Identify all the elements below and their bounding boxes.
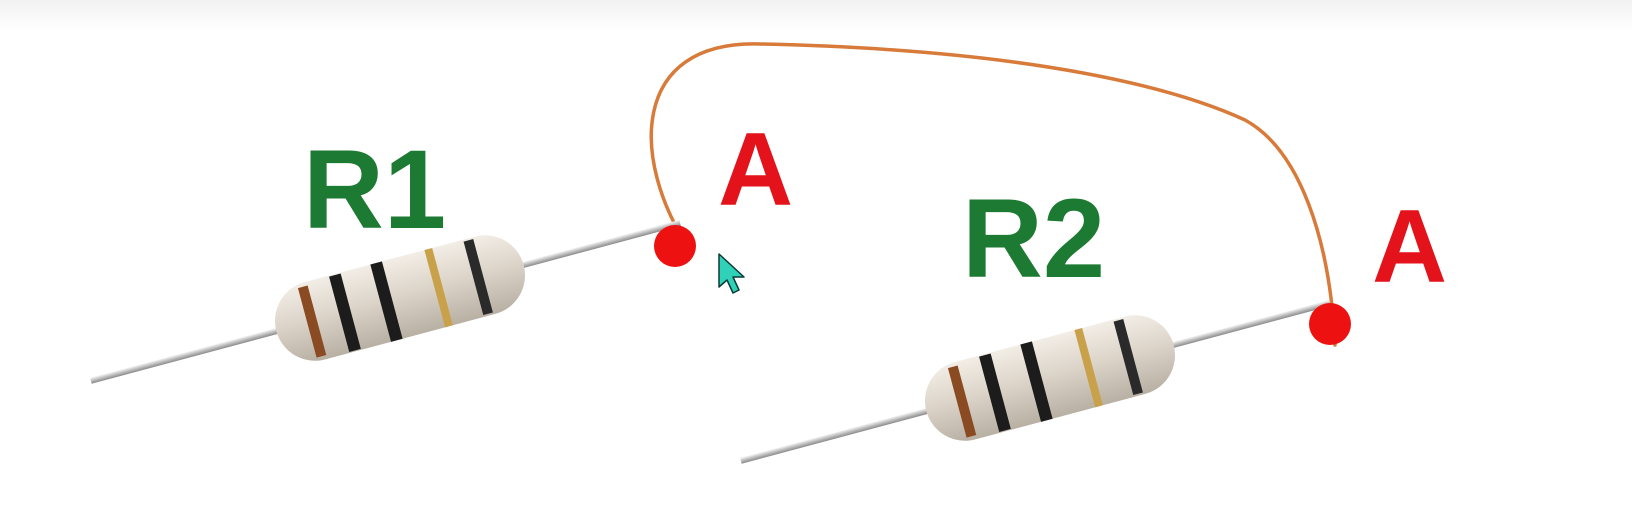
resistor-r1-band-4 xyxy=(424,247,453,328)
node-dot-left[interactable] xyxy=(654,225,696,267)
resistor-r2-band-1 xyxy=(947,365,977,438)
resistor-r1-lead-left xyxy=(90,326,285,384)
connecting-wire xyxy=(649,42,1337,347)
resistor-r1-band-1 xyxy=(297,285,327,358)
pointer-cursor-icon xyxy=(718,253,745,294)
node-dot-right[interactable] xyxy=(1309,303,1351,345)
resistor-r1-lead-right xyxy=(505,220,681,273)
resistor-r2 xyxy=(740,300,1331,464)
resistor-r2-band-5 xyxy=(1113,319,1143,396)
label-node-a-right: A xyxy=(1372,189,1447,305)
resistor-r2-lead-right xyxy=(1155,300,1331,353)
resistor-r2-band-4 xyxy=(1074,327,1103,408)
resistor-r1 xyxy=(90,220,681,384)
resistor-r1-body xyxy=(274,235,526,361)
resistor-r1-band-2 xyxy=(329,273,361,352)
label-node-a-left: A xyxy=(718,112,793,228)
resistor-r2-band-3 xyxy=(1020,341,1053,422)
resistor-r2-band-2 xyxy=(979,353,1011,432)
label-r2: R2 xyxy=(962,176,1105,301)
top-bar xyxy=(0,0,1632,32)
resistor-r1-band-5 xyxy=(463,239,493,316)
resistor-r1-band-3 xyxy=(370,261,403,342)
label-r1: R1 xyxy=(303,127,446,252)
resistor-r2-body xyxy=(924,315,1176,441)
resistor-r2-lead-left xyxy=(740,406,935,464)
